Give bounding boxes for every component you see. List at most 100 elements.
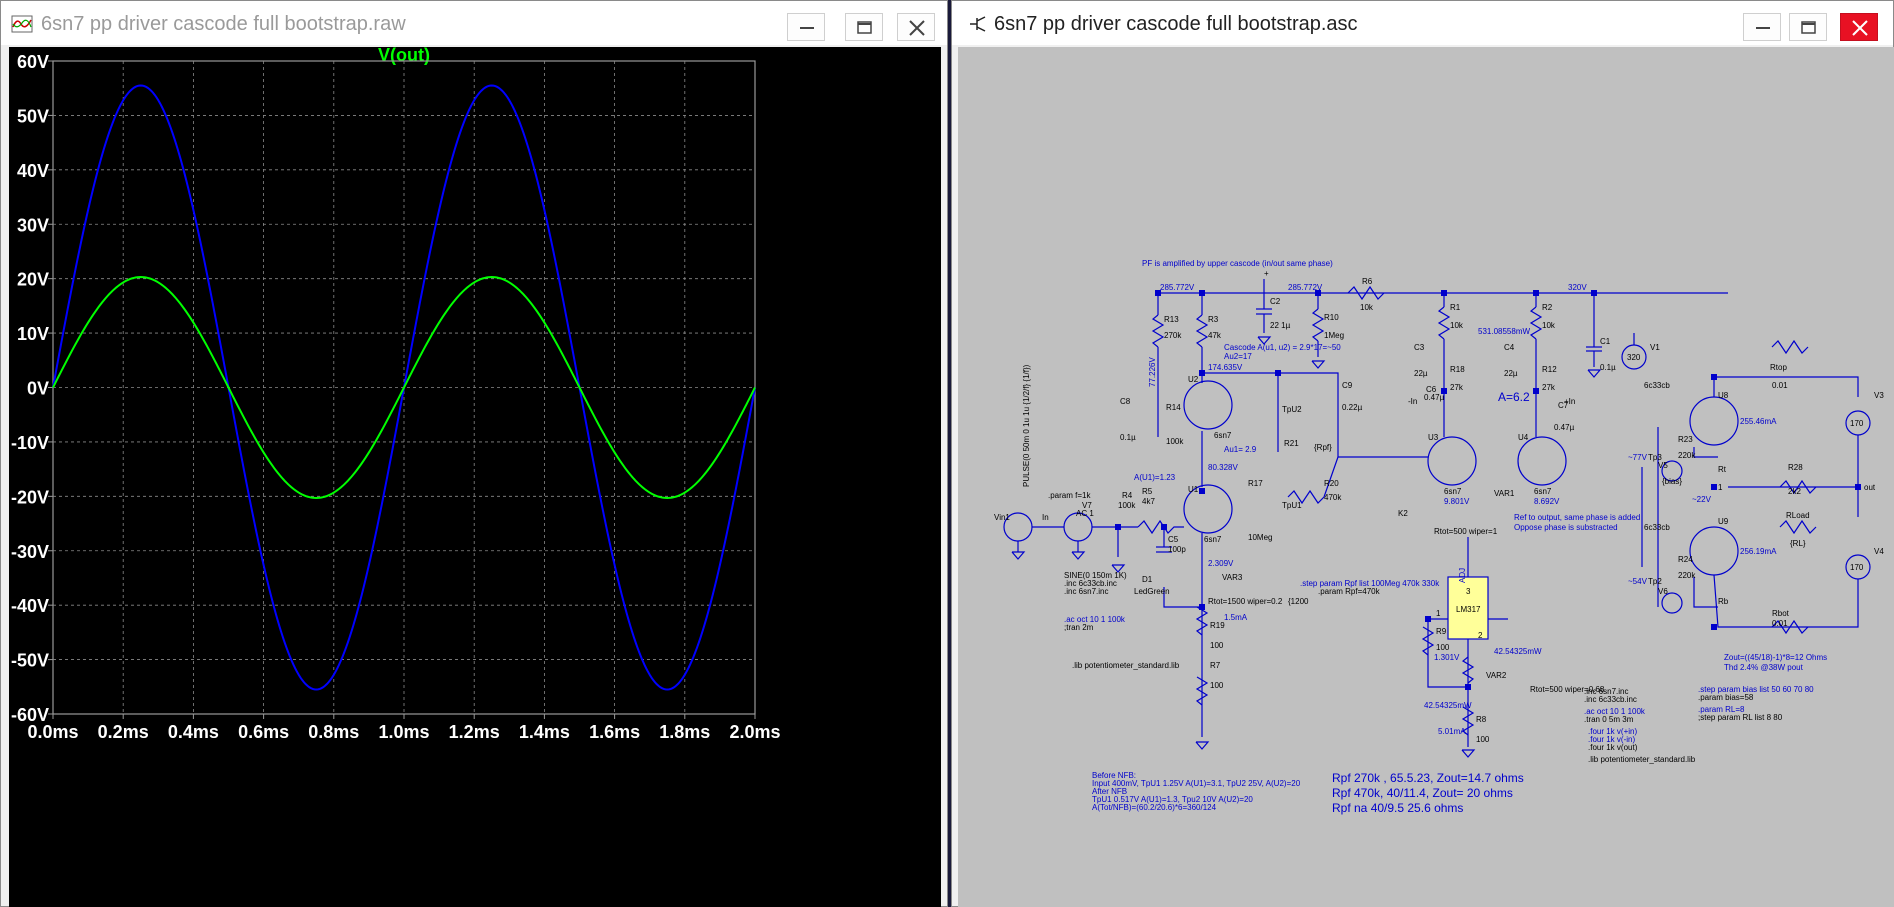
label-rb: Rb — [1718, 597, 1729, 606]
y-tick-label: -40V — [11, 596, 49, 616]
label-rload: RLoad — [1786, 511, 1810, 520]
label-c5: C5 — [1168, 535, 1179, 544]
label-var3: VAR3 — [1222, 573, 1243, 582]
value-v5: {bias} — [1662, 477, 1683, 486]
node-voltage-77: 77.226V — [1148, 357, 1157, 387]
label-r6: R6 — [1362, 277, 1373, 286]
value-r5: 4k7 — [1142, 497, 1155, 506]
maximize-button[interactable] — [1789, 13, 1827, 41]
schematic-icon — [970, 16, 986, 32]
label-k2: K2 — [1398, 509, 1408, 518]
note-ac2: .ac oct 10 1 100k — [1584, 707, 1645, 716]
note-inc2: .inc 6sn7.inc — [1064, 587, 1109, 596]
y-tick-label: 20V — [17, 270, 49, 290]
note-four3: .four 1k v(out) — [1588, 743, 1638, 752]
value-r3: 47k — [1208, 331, 1221, 340]
note-lib1: .lib potentiometer_standard.lib — [1072, 661, 1180, 670]
minimize-button[interactable] — [787, 13, 825, 41]
schematic-canvas[interactable]: PF is amplified by upper cascode (in/out… — [958, 47, 1894, 907]
node-voltage-2309: 2.309V — [1208, 559, 1234, 568]
y-tick-label: 10V — [17, 324, 49, 344]
note-ac: .ac oct 10 1 100k — [1064, 615, 1125, 624]
value-r2: 10k — [1542, 321, 1555, 330]
tube-u1: 6sn7 — [1204, 535, 1222, 544]
schematic-window[interactable]: 6sn7 pp driver cascode full bootstrap.as… — [951, 0, 1894, 907]
value-r7: 100 — [1210, 681, 1224, 690]
schematic-window-title: 6sn7 pp driver cascode full bootstrap.as… — [994, 13, 1358, 35]
note-gain-62: A=6.2 — [1498, 390, 1530, 404]
label-r19: R19 — [1210, 621, 1225, 630]
note-thd: Thd 2.4% @38W pout — [1724, 663, 1803, 672]
label-r24: R24 — [1678, 555, 1693, 564]
note-tran3: .tran 0 5m 3m — [1584, 715, 1634, 724]
chart-title: V(out) — [378, 47, 430, 65]
close-icon — [909, 20, 925, 36]
label-r2: R2 — [1542, 303, 1553, 312]
node-voltage-320: 320V — [1568, 283, 1587, 292]
label-var1: VAR1 — [1494, 489, 1515, 498]
label-v6: V6 — [1658, 587, 1668, 596]
note-r1200: {1200 — [1288, 597, 1309, 606]
value-c8: 0.1µ — [1120, 433, 1136, 442]
net-plus: + — [1264, 269, 1269, 278]
schematic-wiring — [1003, 279, 1871, 758]
y-tick-label: 50V — [17, 106, 49, 126]
y-tick-label: -50V — [11, 651, 49, 671]
minimize-button[interactable] — [1743, 13, 1781, 41]
y-tick-label: 40V — [17, 161, 49, 181]
schematic-titlebar[interactable]: 6sn7 pp driver cascode full bootstrap.as… — [952, 1, 1893, 45]
value-v3: 170 — [1850, 419, 1864, 428]
note-after-nfb-2: A(Tot/NFB)=(60.2/20.6)*6=360/124 — [1092, 803, 1217, 812]
label-r3: R3 — [1208, 315, 1219, 324]
maximize-button[interactable] — [845, 13, 883, 41]
label-r21: R21 — [1284, 439, 1299, 448]
x-tick-label: 0.8ms — [308, 722, 359, 742]
node-voltage-285a: 285.772V — [1160, 283, 1195, 292]
value-r14: 100k — [1166, 437, 1184, 446]
label-tpu2: TpU2 — [1282, 405, 1302, 414]
label-r23: R23 — [1678, 435, 1693, 444]
note-zout: Zout=((45/18)-1)*8=12 Ohms — [1724, 653, 1828, 662]
note-pulse: PULSE(0 50m 0 1u 1u {1/2/f} {1/f}) — [1022, 364, 1031, 487]
note-before-nfb-1: Input 400mV, TpU1 1.25V A(U1)=3.1, TpU2 … — [1092, 779, 1301, 788]
value-rload: {RL} — [1790, 539, 1806, 548]
waveform-window[interactable]: 6sn7 pp driver cascode full bootstrap.ra… — [0, 0, 948, 907]
value-v1: 320 — [1627, 353, 1641, 362]
note-param3: .param RL=8 — [1698, 705, 1745, 714]
label-u9: U9 — [1718, 517, 1729, 526]
value-r24: 220k — [1678, 571, 1696, 580]
waveform-icon — [11, 15, 33, 33]
value-c1: 0.1µ — [1600, 363, 1616, 372]
value-c5: 100p — [1168, 545, 1186, 554]
note-after-nfb-1: TpU1 0.517V A(U1)=1.3, Tpu2 10V A(U2)=20 — [1092, 795, 1253, 804]
note-au1: Au1= 2.9 — [1224, 445, 1257, 454]
waveform-titlebar[interactable]: 6sn7 pp driver cascode full bootstrap.ra… — [1, 1, 947, 45]
label-r9: R9 — [1436, 627, 1447, 636]
value-r21: {Rpf} — [1314, 443, 1332, 452]
value-r8: 100 — [1476, 735, 1490, 744]
label-r8: R8 — [1476, 715, 1487, 724]
x-tick-label: 1.6ms — [589, 722, 640, 742]
value-r17: 10Meg — [1248, 533, 1273, 542]
note-rtot3: Rtot=500 wiper=0.68 — [1530, 685, 1605, 694]
value-rtop: 0.01 — [1772, 381, 1788, 390]
label-v5: V5 — [1658, 461, 1668, 470]
label-c3: C3 — [1414, 343, 1425, 352]
close-button[interactable] — [897, 13, 935, 41]
label-tpu1: TpU1 — [1282, 501, 1302, 510]
label-c1: C1 — [1600, 337, 1611, 346]
value-v4: 170 — [1850, 563, 1864, 572]
x-tick-label: 2.0ms — [729, 722, 780, 742]
label-d1: D1 — [1142, 575, 1153, 584]
note-result-1: Rpf 270k , 65.5.23, Zout=14.7 ohms — [1332, 771, 1524, 785]
series-line-1 — [52, 276, 756, 499]
label-c6: C6 — [1426, 385, 1437, 394]
note-pf: PF is amplified by upper cascode (in/out… — [1142, 259, 1333, 268]
close-button[interactable] — [1840, 13, 1878, 41]
note-power-531: 531.08558mW — [1478, 327, 1531, 336]
note-result-2: Rpf 470k, 40/11.4, Zout= 20 ohms — [1332, 786, 1513, 800]
note-current-255: 255.46mA — [1740, 417, 1777, 426]
label-u1: U1 — [1188, 485, 1199, 494]
